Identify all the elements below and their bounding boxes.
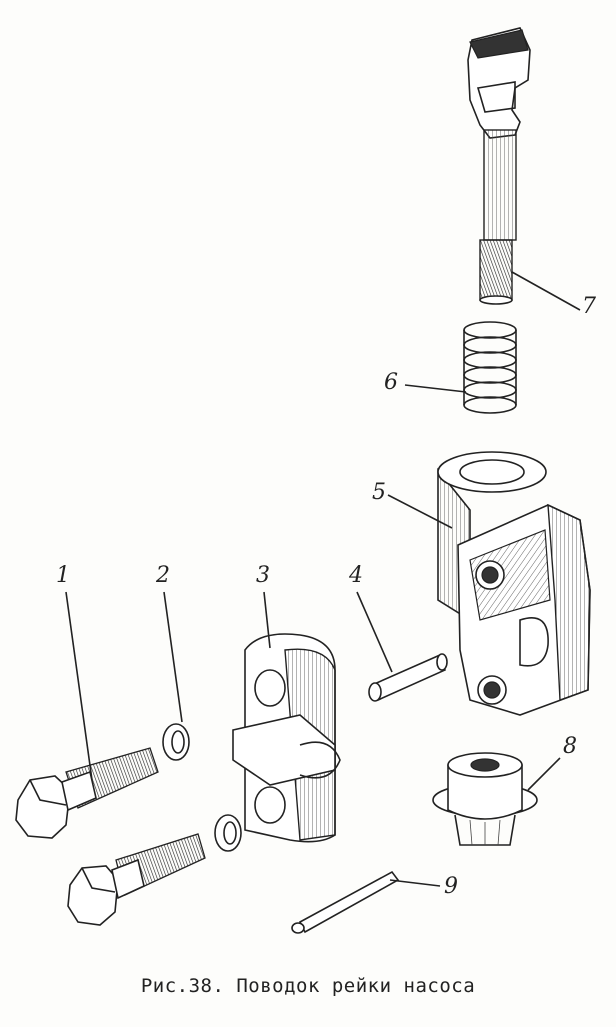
leader-8: [527, 757, 561, 791]
leader-3: [263, 591, 271, 649]
leader-1: [65, 591, 93, 781]
leader-9: [389, 879, 441, 887]
part-5-lead-body: [437, 451, 591, 716]
callout-1: 1: [56, 563, 70, 588]
part-3-clamp-half: [232, 633, 341, 843]
part-9-cotter-pin: [291, 870, 400, 934]
part-8-nut: [432, 752, 538, 846]
leader-5: [387, 494, 453, 529]
part-2-lock-washers: [162, 723, 242, 852]
part-7-rack-stem: [467, 27, 531, 305]
callout-3: 3: [256, 563, 270, 588]
part-1-bolts: [15, 747, 206, 926]
part-4-pin: [368, 653, 448, 702]
leader-7: [511, 271, 581, 311]
callout-7: 7: [582, 294, 596, 319]
callout-6: 6: [384, 370, 398, 395]
leader-4: [356, 591, 393, 673]
leader-6: [404, 384, 467, 393]
callout-5: 5: [372, 480, 386, 505]
part-6-spring: [463, 321, 517, 414]
callout-4: 4: [349, 563, 363, 588]
callout-8: 8: [563, 734, 577, 759]
leader-2: [163, 591, 183, 723]
figure-caption: Рис.38. Поводок рейки насоса: [140, 975, 476, 997]
callout-9: 9: [444, 874, 458, 899]
callout-2: 2: [156, 563, 170, 588]
